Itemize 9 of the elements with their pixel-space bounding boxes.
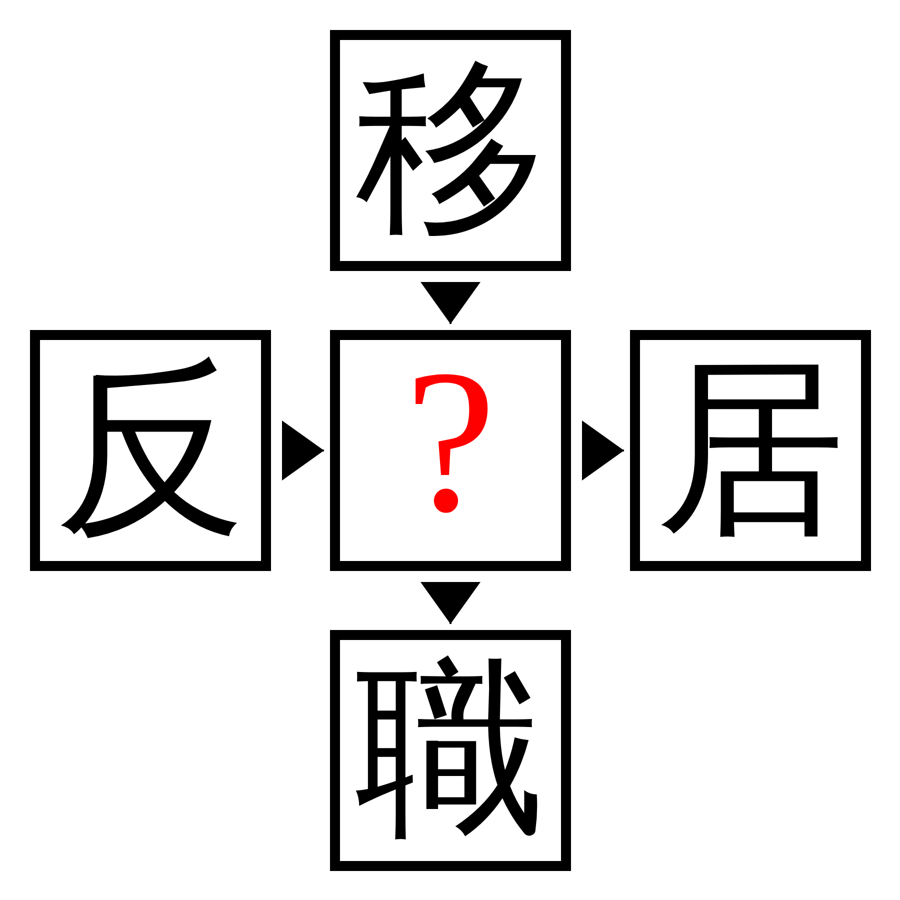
character-box: 居: [630, 330, 871, 571]
arrow: [282, 420, 324, 480]
character-box: 移: [330, 30, 571, 271]
character-box: 反: [30, 330, 271, 571]
arrow: [420, 582, 480, 624]
arrow: [420, 282, 480, 324]
arrow: [582, 420, 624, 480]
question-mark-box: ?: [330, 330, 571, 571]
character-box: 職: [330, 630, 571, 871]
